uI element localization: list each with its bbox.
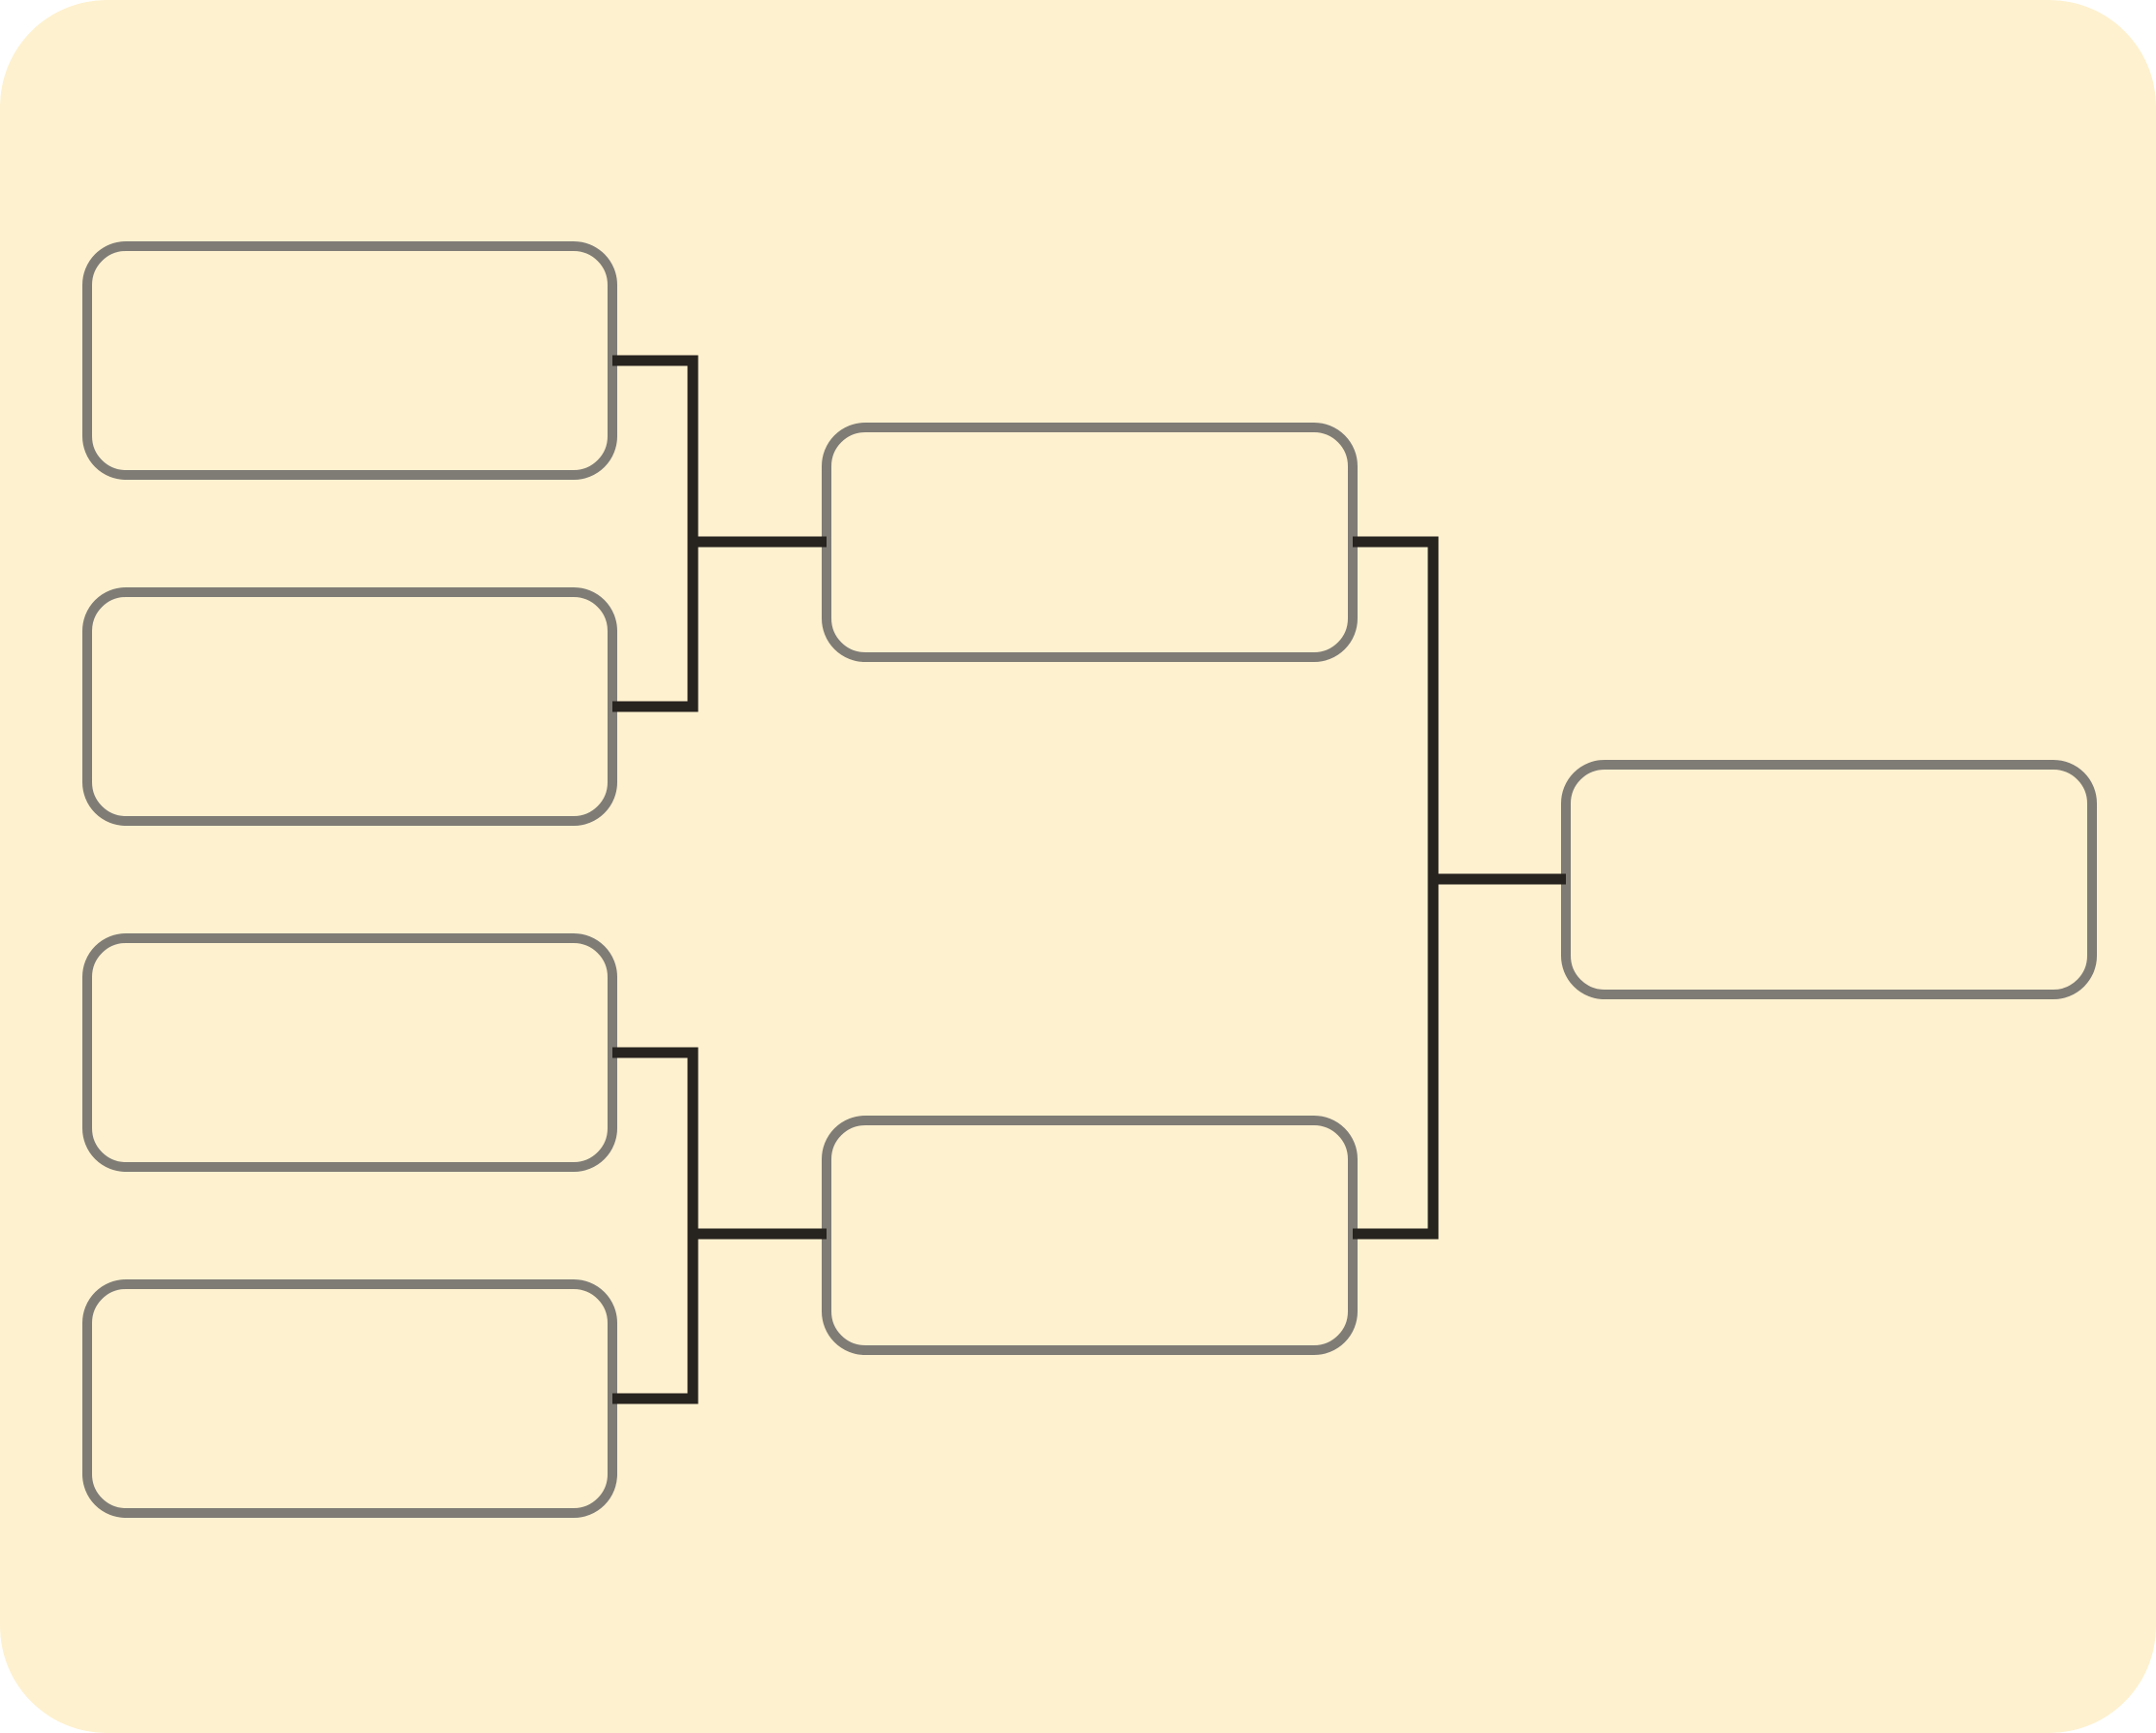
bracket-connectors (612, 355, 1566, 1404)
connector-r1-pair-1 (612, 355, 699, 712)
connector-r2-pair (1353, 536, 1439, 1240)
connector-r1-pair-2 (612, 1047, 699, 1404)
